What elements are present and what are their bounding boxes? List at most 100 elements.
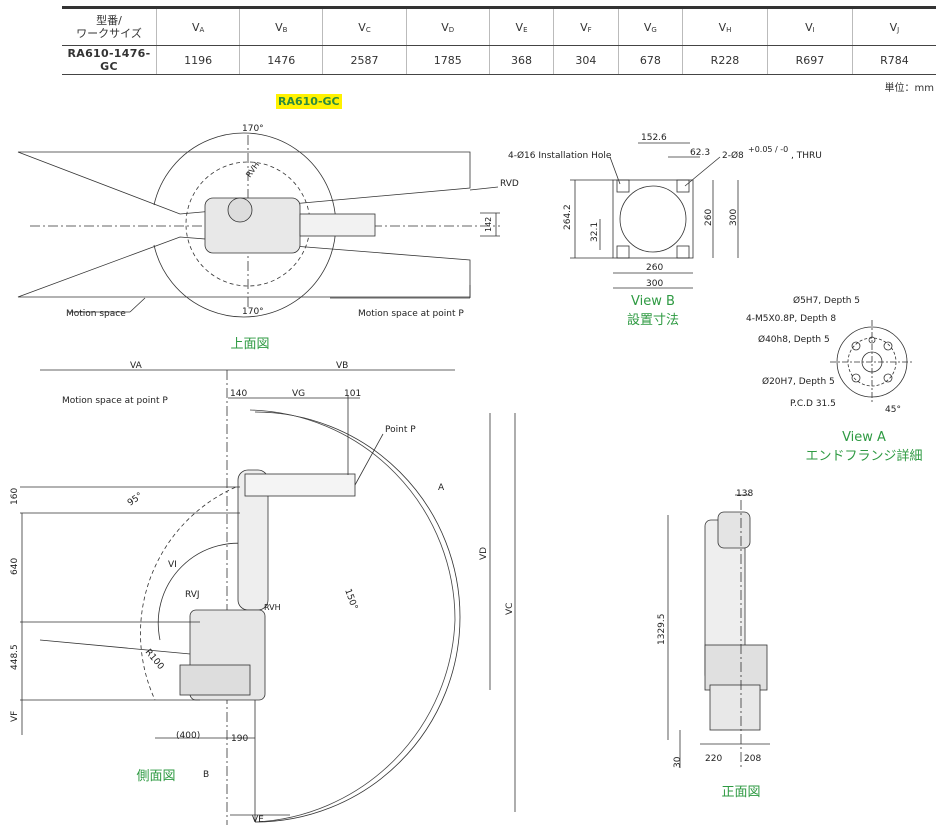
top-motion-wedge-upper bbox=[17, 151, 471, 215]
side-point-p: Point P bbox=[385, 425, 416, 435]
spec-header-ve: VE bbox=[489, 7, 555, 46]
side-reach-arc bbox=[249, 409, 456, 823]
side-arrow-a: A bbox=[438, 483, 445, 493]
leader-pin bbox=[684, 156, 721, 187]
view-a-caption-line1: View A bbox=[842, 430, 886, 445]
side-400: (400) bbox=[176, 731, 200, 741]
side-rvh: RVH bbox=[264, 603, 281, 612]
view-a-l2: 4-M5X0.8P, Depth 8 bbox=[746, 314, 836, 324]
spec-header-vd: VD bbox=[406, 7, 490, 46]
top-angle-top: 170° bbox=[242, 124, 264, 134]
spec-cell: R697 bbox=[767, 45, 853, 75]
flange-hole bbox=[851, 373, 861, 383]
spec-header-vb: VB bbox=[239, 7, 324, 46]
view-b-260h: 260 bbox=[646, 263, 663, 273]
robot-foot-side bbox=[179, 664, 251, 696]
side-vb: VB bbox=[336, 361, 348, 371]
side-vf: VF bbox=[10, 711, 20, 722]
top-rvd-label: RVD bbox=[500, 179, 519, 189]
side-ve: VE bbox=[252, 815, 264, 825]
leader-motion-b bbox=[129, 297, 146, 313]
view-b-32: 32.1 bbox=[590, 222, 600, 242]
top-motion-space-p: Motion space at point P bbox=[358, 309, 464, 319]
top-motion-space: Motion space bbox=[66, 309, 126, 319]
side-190: 190 bbox=[231, 734, 248, 744]
spec-cell: 304 bbox=[553, 45, 619, 75]
front-208: 208 bbox=[744, 754, 761, 764]
side-160: 160 bbox=[10, 488, 20, 505]
spec-header-model-line2: ワークサイズ bbox=[76, 27, 142, 40]
view-b-62: 62.3 bbox=[690, 148, 710, 158]
robot-shoulder-front bbox=[704, 644, 768, 691]
spec-data-row: RA610-1476-GC 1196 1476 2587 1785 368 30… bbox=[62, 45, 936, 75]
front-30: 30 bbox=[673, 756, 683, 768]
view-a-drawing bbox=[830, 320, 914, 404]
side-view-drawing bbox=[20, 369, 516, 825]
view-b-hole-tl bbox=[616, 179, 630, 193]
top-motion-wedge-lower bbox=[17, 236, 471, 298]
leader-rvd bbox=[469, 186, 499, 191]
spec-header-va: VA bbox=[156, 7, 241, 46]
side-101: 101 bbox=[344, 389, 361, 399]
side-448: 448.5 bbox=[10, 644, 20, 670]
view-b-hole-label: 4-Ø16 Installation Hole bbox=[508, 150, 612, 161]
view-a-l5: P.C.D 31.5 bbox=[790, 399, 836, 409]
top-view-drawing bbox=[17, 132, 500, 318]
spec-header-model-line1: 型番/ bbox=[96, 14, 122, 27]
spec-model-cell: RA610-1476-GC bbox=[62, 45, 157, 75]
side-va: VA bbox=[130, 361, 143, 371]
view-b-hole-tr bbox=[676, 179, 690, 193]
spec-table: 型番/ワークサイズ VA VB VC VD VE VF VG VH VI VJ … bbox=[62, 6, 936, 75]
view-a-caption: View A エンドフランジ詳細 bbox=[790, 430, 938, 464]
view-b-pin-label: 2-Ø8 bbox=[722, 150, 744, 161]
view-b-pin-tol: +0.05 / -0 bbox=[748, 145, 788, 154]
unit-label: 単位：mm bbox=[884, 83, 934, 94]
side-angle-150: 150° bbox=[342, 588, 359, 612]
view-b-300h: 300 bbox=[646, 279, 663, 289]
view-b-152: 152.6 bbox=[641, 133, 667, 143]
view-b-pin-thru: , THRU bbox=[791, 151, 822, 161]
top-dim-142: 142 bbox=[484, 217, 493, 232]
flange-hole bbox=[883, 341, 893, 351]
side-arc-inner bbox=[157, 542, 256, 641]
view-b-hole-br bbox=[676, 245, 690, 259]
view-b-260v: 260 bbox=[704, 209, 714, 226]
side-rvj: RVJ bbox=[185, 590, 200, 600]
front-138: 138 bbox=[736, 489, 753, 499]
front-view-drawing bbox=[667, 494, 770, 770]
flange-hole bbox=[851, 341, 861, 351]
view-b-drawing bbox=[570, 142, 739, 289]
spec-header-model: 型番/ワークサイズ bbox=[62, 7, 157, 46]
side-motion-space-p: Motion space at point P bbox=[62, 396, 168, 406]
front-1329: 1329.5 bbox=[657, 614, 667, 646]
spec-cell: 678 bbox=[618, 45, 684, 75]
view-b-hole-bl bbox=[616, 245, 630, 259]
top-view-caption: 上面図 bbox=[230, 337, 270, 352]
leader-point-p bbox=[354, 433, 384, 486]
spec-cell: R784 bbox=[852, 45, 936, 75]
view-b-plate bbox=[612, 179, 694, 259]
view-b-caption-line1: View B bbox=[631, 294, 675, 309]
model-highlight: RA610-GC bbox=[276, 94, 342, 109]
spec-cell: 2587 bbox=[322, 45, 407, 75]
robot-base-front bbox=[709, 684, 761, 731]
leader-hole bbox=[609, 156, 621, 185]
view-a-l3: Ø40h8, Depth 5 bbox=[758, 334, 830, 345]
view-b-caption: View B 設置寸法 bbox=[598, 294, 708, 328]
side-vg: VG bbox=[292, 389, 305, 399]
robot-forearm-side bbox=[244, 473, 356, 497]
spec-header-vg: VG bbox=[618, 7, 684, 46]
side-motion-outer bbox=[254, 411, 461, 823]
view-b-circle bbox=[619, 185, 687, 253]
robot-head-front bbox=[717, 511, 751, 549]
view-a-l4: Ø20H7, Depth 5 bbox=[762, 376, 835, 387]
view-b-300v: 300 bbox=[729, 209, 739, 226]
front-view-caption: 正面図 bbox=[721, 785, 761, 800]
robot-arm-top bbox=[299, 213, 376, 237]
spec-cell: 368 bbox=[489, 45, 555, 75]
view-b-caption-line2: 設置寸法 bbox=[626, 313, 679, 328]
view-b-264: 264.2 bbox=[563, 204, 573, 230]
side-arc-95 bbox=[140, 479, 256, 701]
spec-header-vi: VI bbox=[767, 7, 853, 46]
side-640: 640 bbox=[10, 558, 20, 575]
